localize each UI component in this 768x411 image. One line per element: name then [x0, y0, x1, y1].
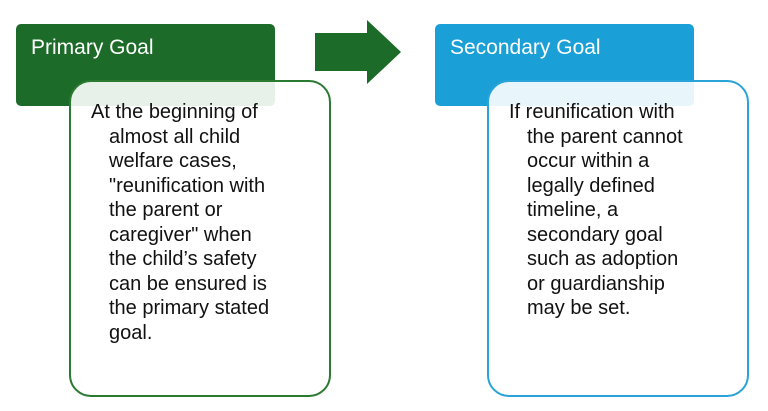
- text-line: can be ensured is: [109, 272, 267, 295]
- text-line: the child’s safety: [109, 248, 257, 270]
- text-line: If reunification with: [509, 101, 675, 123]
- text-line: legally defined: [527, 174, 655, 197]
- text-line: the primary stated: [109, 297, 270, 319]
- text-line: At the beginning of: [91, 101, 258, 123]
- secondary-goal-card: If reunification with the parent cannot …: [487, 80, 749, 397]
- primary-goal-card: At the beginning of almost all child wel…: [69, 80, 331, 397]
- primary-goal-title: Primary Goal: [31, 36, 154, 59]
- text-line: caregiver" when: [109, 223, 252, 246]
- text-line: goal.: [109, 321, 153, 344]
- text-line: timeline, a: [527, 199, 619, 221]
- text-line: secondary goal: [527, 223, 663, 246]
- secondary-goal-title: Secondary Goal: [450, 36, 601, 59]
- text-line: occur within a: [527, 150, 650, 172]
- text-line: the parent or: [109, 199, 223, 221]
- text-line: "reunification with: [109, 174, 266, 197]
- right-arrow-icon: [315, 20, 401, 84]
- text-line: may be set.: [527, 297, 631, 319]
- text-line: almost all child: [109, 125, 241, 148]
- text-line: such as adoption: [527, 248, 679, 270]
- text-line: welfare cases,: [109, 150, 237, 172]
- text-line: the parent cannot: [527, 125, 683, 148]
- text-line: or guardianship: [527, 272, 665, 295]
